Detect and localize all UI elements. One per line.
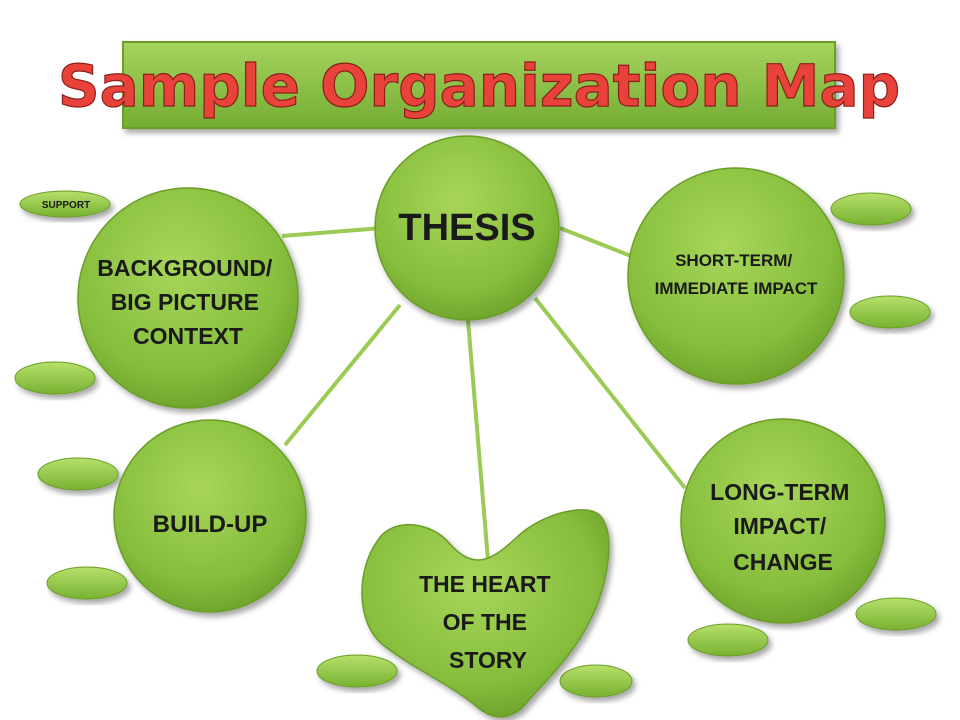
heart-node[interactable]: THE HEART OF THE STORY xyxy=(361,509,610,718)
build-up-node[interactable]: BUILD-UP xyxy=(113,419,307,613)
heart-line: STORY xyxy=(449,647,527,673)
long-term-node[interactable]: LONG-TERM IMPACT/ CHANGE xyxy=(680,418,886,624)
support-bubble[interactable] xyxy=(19,190,111,218)
build-up-label: BUILD-UP xyxy=(153,511,268,538)
short-term-label: SHORT-TERM/ IMMEDIATE IMPACT xyxy=(655,251,818,298)
support-label: SUPPORT xyxy=(42,200,90,211)
background-label: BACKGROUND/ BIG PICTURE CONTEXT xyxy=(97,255,278,349)
support-bubble[interactable] xyxy=(559,664,633,698)
heart-line: THE HEART xyxy=(419,571,551,597)
background-line: CONTEXT xyxy=(133,323,243,349)
long-term-label: LONG-TERM IMPACT/ CHANGE xyxy=(710,479,856,575)
connector-build-up xyxy=(283,303,402,447)
page-title: Sample Organization Map xyxy=(58,52,900,120)
support-bubbles: SUPPORT xyxy=(14,190,937,698)
support-bubble[interactable] xyxy=(830,192,912,226)
long-term-line: LONG-TERM xyxy=(710,479,849,505)
background-node[interactable]: BACKGROUND/ BIG PICTURE CONTEXT xyxy=(77,187,299,409)
connectors xyxy=(281,226,687,561)
long-term-line: CHANGE xyxy=(733,549,833,575)
connector-short-term xyxy=(559,226,637,260)
thesis-node[interactable]: THESIS xyxy=(374,135,560,321)
background-line: BIG PICTURE xyxy=(111,289,259,315)
heart-line: OF THE xyxy=(443,609,527,635)
support-bubble[interactable] xyxy=(14,361,96,395)
connector-long-term xyxy=(533,296,687,490)
title-banner: Sample Organization Map xyxy=(57,41,901,129)
support-bubble[interactable] xyxy=(316,654,398,688)
support-bubble[interactable] xyxy=(849,295,931,329)
support-bubble[interactable] xyxy=(37,457,119,491)
long-term-line: IMPACT/ xyxy=(733,513,826,539)
support-bubble[interactable] xyxy=(687,623,769,657)
short-term-node[interactable]: SHORT-TERM/ IMMEDIATE IMPACT xyxy=(627,167,845,385)
heart-label: THE HEART OF THE STORY xyxy=(419,571,557,673)
support-bubble[interactable] xyxy=(46,566,128,600)
thesis-label: THESIS xyxy=(398,207,535,249)
connector-heart xyxy=(466,319,490,561)
short-term-line: IMMEDIATE IMPACT xyxy=(655,279,818,298)
support-bubble[interactable] xyxy=(855,597,937,631)
connector-background xyxy=(281,226,383,238)
short-term-line: SHORT-TERM/ xyxy=(675,251,792,270)
background-line: BACKGROUND/ xyxy=(97,255,273,281)
